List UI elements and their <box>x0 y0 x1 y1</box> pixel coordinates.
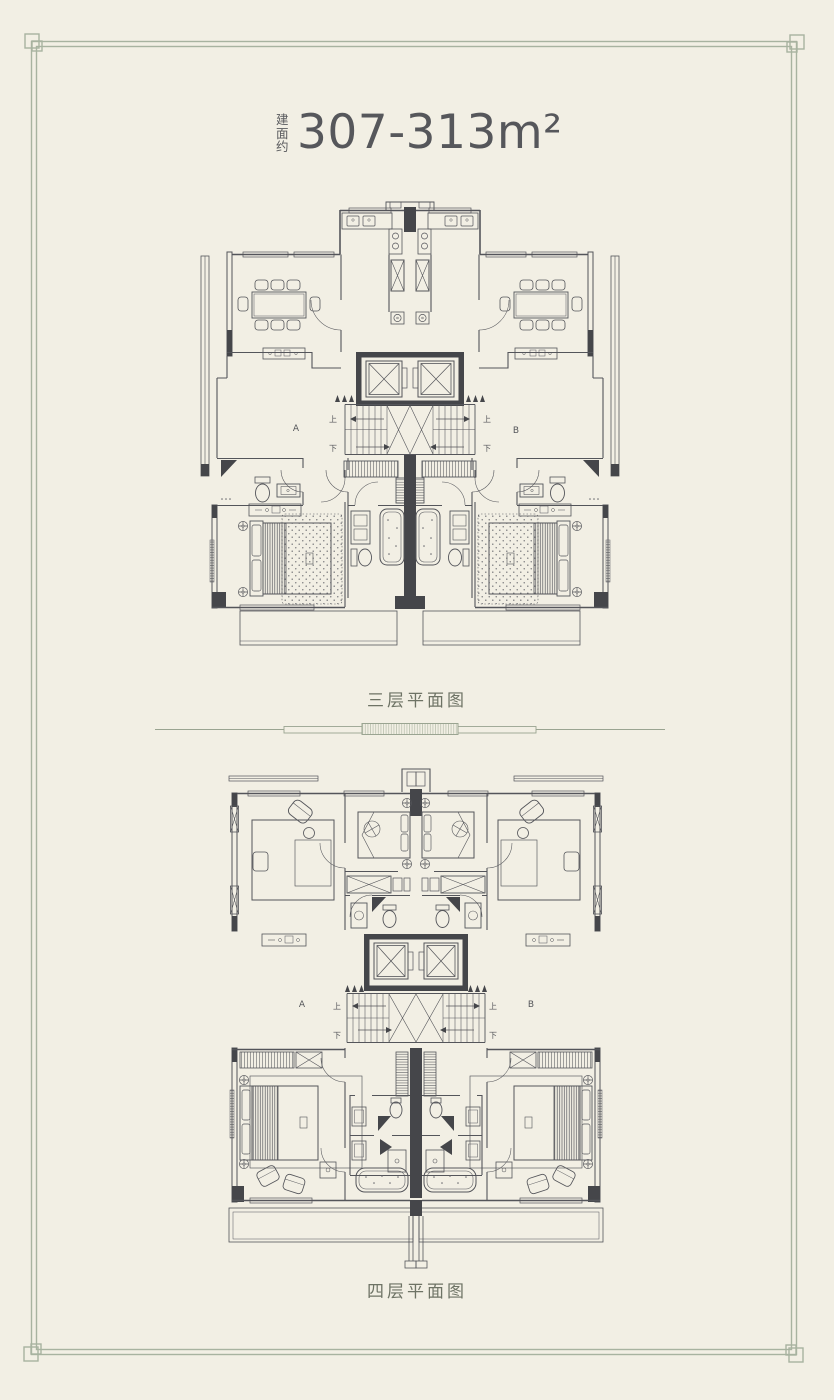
floor4-unit-b-half <box>416 769 603 1268</box>
border-frame <box>23 33 805 1363</box>
floor4-stair-up-left: 上 <box>333 1002 341 1011</box>
floor3-stair-down-right: 下 <box>483 444 491 453</box>
floor3-unit-b-half <box>410 202 619 645</box>
floor3-stair-up-right: 上 <box>483 415 491 424</box>
floor4-plan-drawing: A B 上 上 下 下 <box>229 769 603 1268</box>
floor4-unit-a-label: A <box>299 1000 306 1010</box>
floor4-caption: 四层平面图 <box>367 1282 467 1302</box>
section-divider <box>155 723 665 735</box>
floor3-stair-down-left: 下 <box>329 444 337 453</box>
floor3-unit-b-label: B <box>513 426 519 436</box>
floor3-caption: 三层平面图 <box>367 691 467 711</box>
floor3-plan-drawing: A B 上 上 下 下 <box>201 202 619 645</box>
floor3-stair-up-left: 上 <box>329 415 337 424</box>
floor4-stair-down-left: 下 <box>333 1031 341 1040</box>
floor4-stair-down-right: 下 <box>489 1031 497 1040</box>
floor3-unit-a-label: A <box>293 424 300 434</box>
floor4-unit-b-label: B <box>528 1000 534 1010</box>
floor4-stair-up-right: 上 <box>489 1002 497 1011</box>
area-value: 307-313m² <box>297 105 563 160</box>
area-title: 建面约 307-313m² <box>276 105 563 160</box>
floor4-unit-a-half <box>229 769 416 1268</box>
floor3-unit-a-half <box>201 202 410 645</box>
area-prefix-label: 建面约 <box>276 112 289 154</box>
